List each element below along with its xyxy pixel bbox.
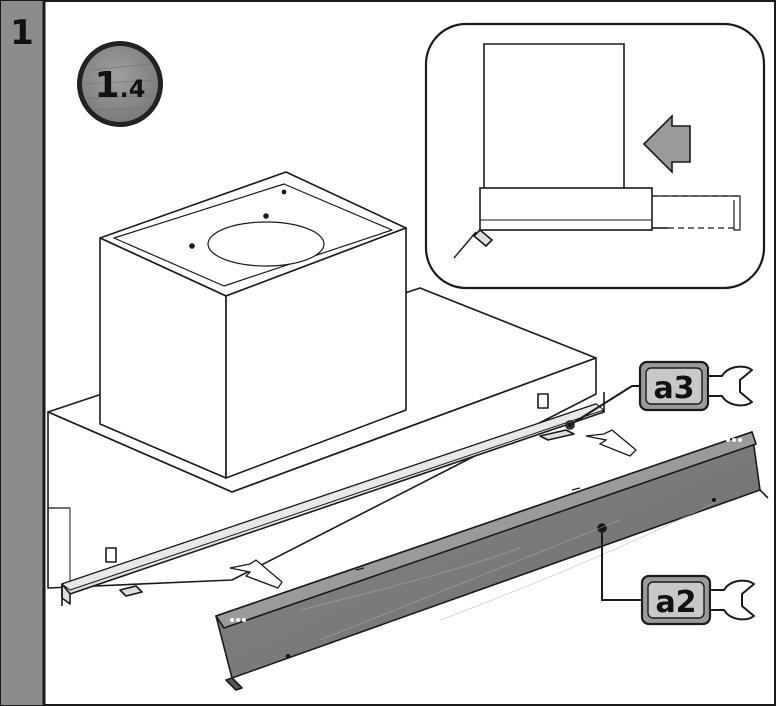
callout-a3-label: a3: [653, 371, 694, 406]
svg-text:1.4: 1.4: [95, 65, 146, 106]
insert-arrow-right: [585, 429, 637, 457]
sub-step-main: 1: [95, 65, 120, 106]
step-side-bar: [0, 0, 45, 706]
callout-a2: a2: [601, 528, 755, 626]
insert-arrow-left: [229, 559, 283, 589]
callout-a3: a3: [567, 360, 753, 428]
wrench-icon: [709, 579, 755, 621]
step-number: 1: [10, 13, 34, 53]
sub-step-minor: .4: [120, 75, 146, 103]
wrench-icon: [707, 365, 753, 407]
motor-housing: [99, 171, 407, 479]
cover-panel: [215, 431, 769, 691]
callout-a2-label: a2: [655, 585, 696, 620]
sub-step-badge: 1.4: [77, 41, 163, 127]
arrow-icon: [642, 114, 691, 174]
detail-inset: [424, 22, 766, 290]
